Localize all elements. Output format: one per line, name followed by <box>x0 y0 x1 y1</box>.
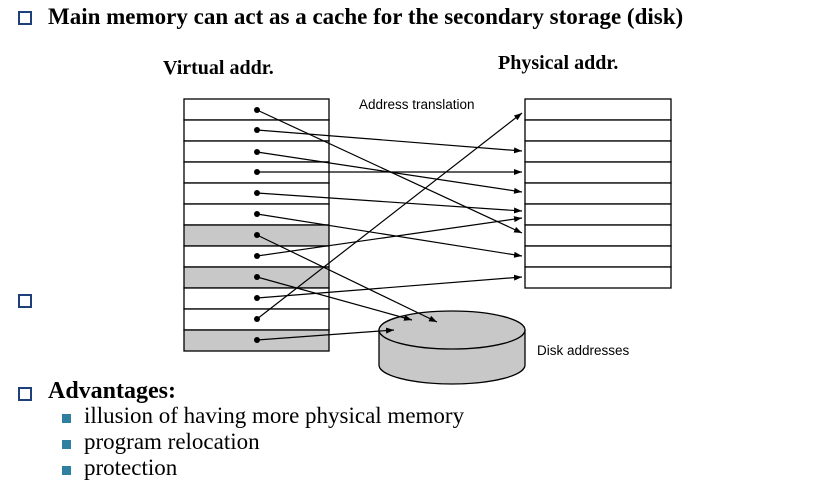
physical-cell <box>524 266 672 289</box>
advantage-item: protection <box>84 455 178 480</box>
mapping-arrow <box>256 213 523 258</box>
source-dots <box>254 107 260 343</box>
virtual-address-table <box>183 98 330 352</box>
physical-cell <box>524 203 672 226</box>
physical-cell <box>524 182 672 205</box>
advantage-item: program relocation <box>84 429 260 454</box>
source-dot <box>254 337 260 343</box>
page-heading: Main memory can act as a cache for the s… <box>48 4 684 29</box>
source-dot <box>254 211 260 217</box>
bullet-icon <box>18 11 32 25</box>
disk-mapping-arrow <box>256 234 438 323</box>
physical-cell <box>524 98 672 121</box>
mapping-arrows <box>256 109 523 341</box>
advantage-item: illusion of having more physical memory <box>84 403 465 428</box>
address-translation-label: Address translation <box>359 97 475 112</box>
source-dot <box>254 274 260 280</box>
disk-addresses-label: Disk addresses <box>537 343 630 358</box>
disk-mapping-arrow <box>256 327 395 341</box>
square-bullet-icon <box>62 414 71 423</box>
source-dot <box>254 232 260 238</box>
empty-bullet-icon <box>18 294 32 308</box>
physical-cell <box>524 245 672 268</box>
physical-addr-label: Physical addr. <box>498 52 619 74</box>
source-dot <box>254 253 260 259</box>
source-dot <box>254 127 260 133</box>
physical-cell <box>524 140 672 163</box>
square-bullet-icon <box>62 466 71 475</box>
source-dot <box>254 316 260 322</box>
mapping-arrow <box>256 274 523 299</box>
mapping-arrow <box>256 112 523 320</box>
physical-cell <box>524 224 672 247</box>
source-dot <box>254 190 260 196</box>
physical-cell <box>524 161 672 184</box>
physical-cell <box>524 119 672 142</box>
virtual-addr-label: Virtual addr. <box>163 57 274 79</box>
mapping-arrow <box>256 216 523 257</box>
source-dot <box>254 169 260 175</box>
source-dot <box>254 107 260 113</box>
source-dot <box>254 295 260 301</box>
source-dot <box>254 149 260 155</box>
physical-address-table <box>524 98 672 289</box>
square-bullet-icon <box>62 440 71 449</box>
disk-mapping-arrow <box>256 276 413 321</box>
disk-cylinder <box>378 310 526 385</box>
advantages-title: Advantages: <box>48 378 177 404</box>
mapping-arrow <box>256 192 523 214</box>
advantages-bullet-icon <box>18 387 32 401</box>
